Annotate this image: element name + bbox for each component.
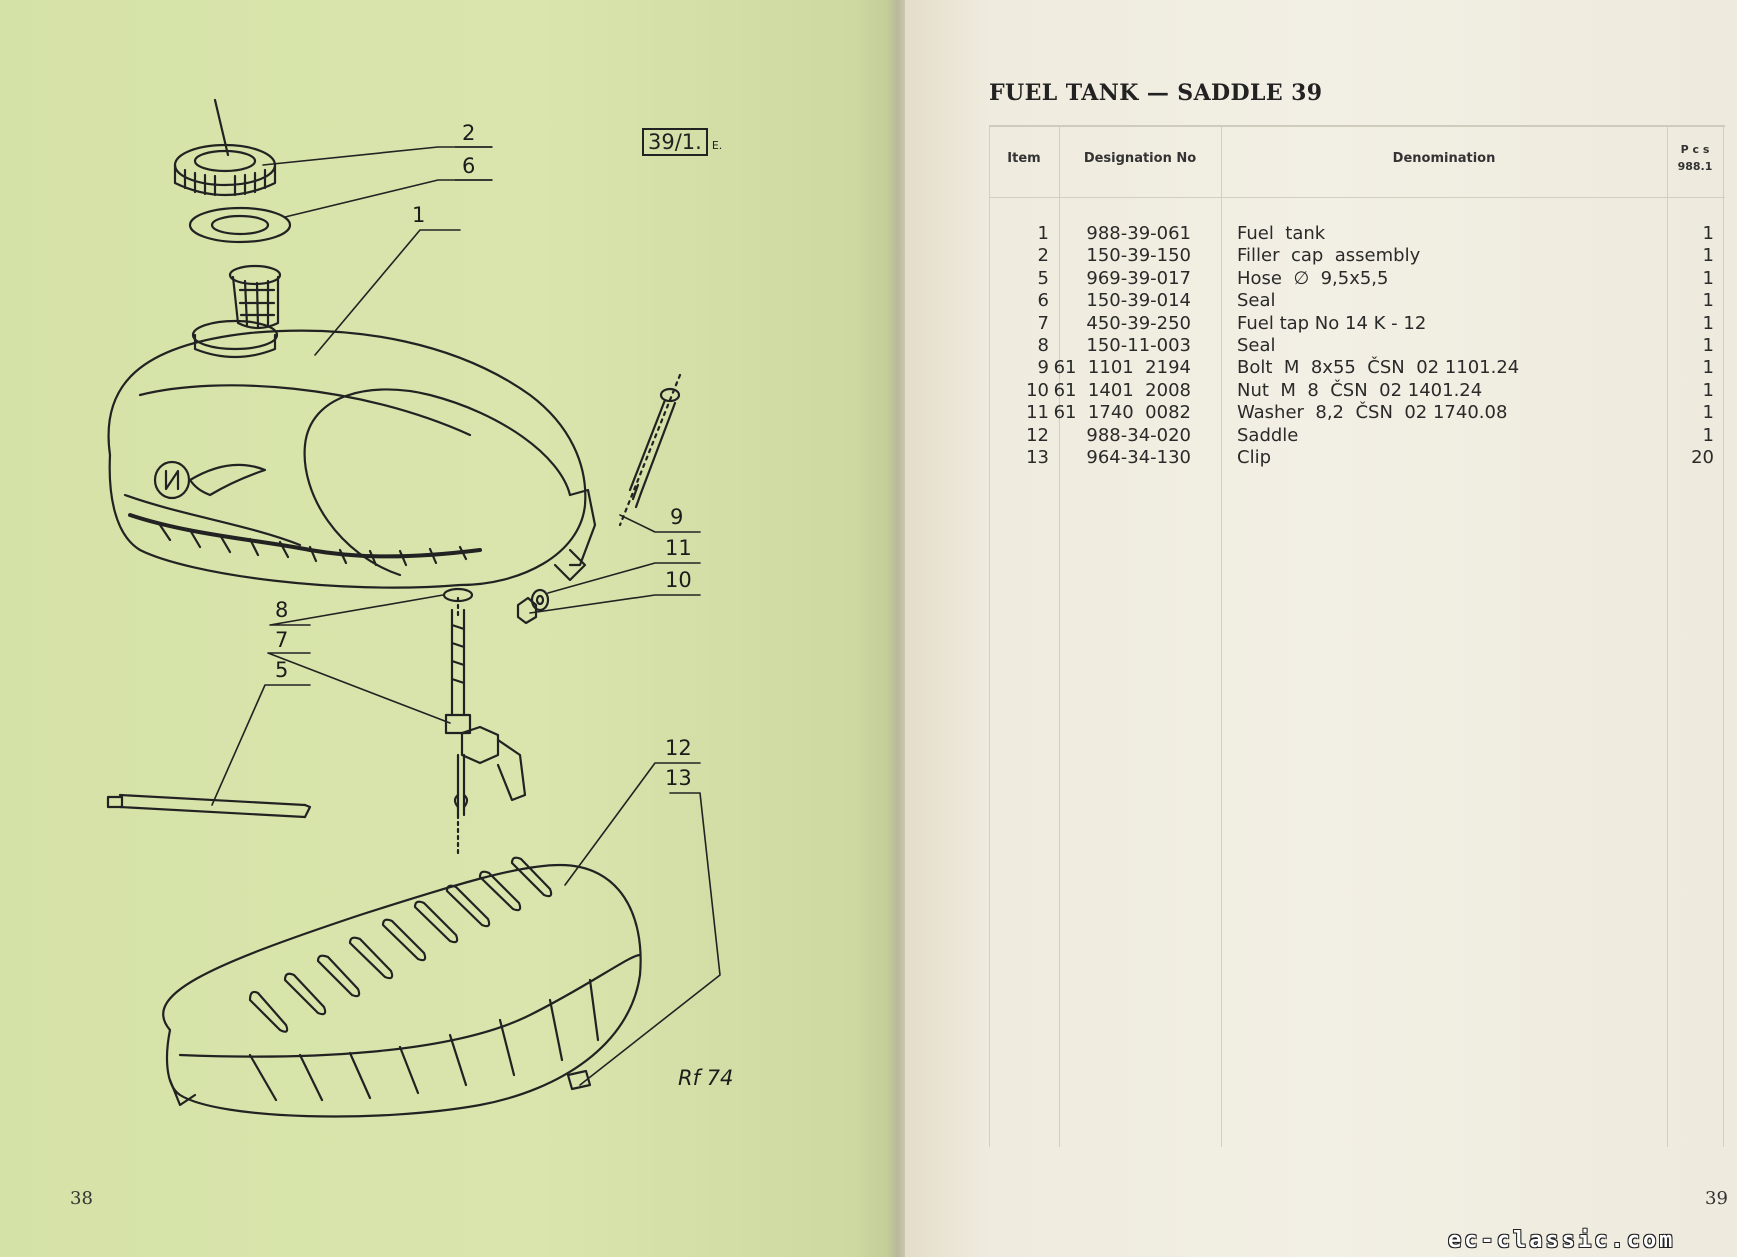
- leader-lines: [211, 146, 721, 1086]
- row-denomination: Fuel tap No 14 K - 12: [1237, 312, 1427, 334]
- header-item: Item: [1007, 151, 1041, 166]
- row-pcs: 1: [1702, 402, 1714, 424]
- row-pcs: 1: [1702, 267, 1714, 289]
- callout-5: 5: [275, 658, 288, 682]
- artist-signature: Rf 74: [678, 1066, 733, 1090]
- page-number-right: 39: [1705, 1188, 1728, 1209]
- site-watermark: ec-classic.com: [1448, 1228, 1676, 1253]
- row-pcs: 1: [1702, 223, 1714, 244]
- header-pcs-label: P c s: [1680, 143, 1710, 156]
- row-item: 2: [1037, 245, 1049, 267]
- row-item: 7: [1037, 312, 1049, 334]
- row-designation: 150-11-003: [1086, 334, 1191, 356]
- seal-ring-part: [188, 206, 292, 244]
- page-title: FUEL TANK — SADDLE 39: [989, 80, 1323, 106]
- row-pcs: 1: [1702, 379, 1714, 401]
- row-designation: 150-39-014: [1086, 290, 1191, 312]
- page-number-left: 38: [70, 1188, 93, 1209]
- row-item: 13: [1026, 446, 1049, 468]
- washer-part: [530, 588, 550, 612]
- callout-1: 1: [412, 203, 425, 227]
- row-item: 5: [1037, 267, 1049, 289]
- row-pcs: 1: [1702, 290, 1714, 312]
- row-item: 11: [1026, 402, 1049, 424]
- row-denomination: Bolt M 8x55 ČSN 02 1101.24: [1237, 357, 1520, 379]
- row-item: 12: [1026, 424, 1049, 446]
- nut-part: [516, 596, 538, 625]
- table-row: 1 988-39-061 Fuel tank 1: [989, 223, 1725, 245]
- row-designation: 61 1740 0082: [1053, 402, 1191, 424]
- row-pcs: 1: [1702, 312, 1714, 334]
- row-denomination: Filler cap assembly: [1237, 245, 1421, 267]
- row-pcs: 20: [1691, 446, 1714, 468]
- table-row: 2 150-39-150 Filler cap assembly 1: [989, 245, 1725, 267]
- row-denomination: Washer 8,2 ČSN 02 1740.08: [1237, 402, 1508, 424]
- diagram-reference-code: 39/1.: [642, 128, 708, 156]
- row-item: 8: [1037, 334, 1049, 356]
- row-denomination: Clip: [1237, 446, 1271, 468]
- header-pcs: P c s 988.1: [1667, 141, 1723, 175]
- table-row: 13 964-34-130 Clip 20: [989, 447, 1725, 469]
- bolt-part: [618, 373, 682, 527]
- row-item: 9: [1037, 357, 1049, 379]
- callout-13: 13: [665, 766, 692, 790]
- fuel-tank-part: [107, 319, 597, 589]
- row-denomination: Saddle: [1237, 424, 1299, 446]
- book-spine: [888, 0, 910, 1257]
- row-denomination: Seal: [1237, 334, 1276, 356]
- callout-9: 9: [670, 505, 683, 529]
- strainer-part: [228, 264, 282, 330]
- row-pcs: 1: [1702, 245, 1714, 267]
- header-pcs-model: 988.1: [1677, 160, 1713, 173]
- row-designation: 450-39-250: [1086, 312, 1191, 334]
- parts-table-body: 1 988-39-061 Fuel tank 1 2 150-39-150 Filler …: [989, 223, 1725, 469]
- row-designation: 150-39-150: [1086, 245, 1191, 267]
- row-denomination: Seal: [1237, 290, 1276, 312]
- row-denomination: Fuel tank: [1237, 223, 1326, 244]
- row-denomination: Hose ∅ 9,5x5,5: [1237, 267, 1389, 289]
- row-designation: 61 1401 2008: [1053, 379, 1191, 401]
- row-designation: 964-34-130: [1086, 446, 1191, 468]
- table-row: 6 150-39-014 Seal 1: [989, 290, 1725, 312]
- filler-cap-part: [173, 98, 277, 197]
- hose-part: [106, 793, 312, 819]
- callout-2: 2: [462, 121, 475, 145]
- callout-8: 8: [275, 598, 288, 622]
- row-pcs: 1: [1702, 424, 1714, 446]
- row-item: 10: [1026, 379, 1049, 401]
- table-row: 7 450-39-250 Fuel tap No 14 K - 12 1: [989, 313, 1725, 335]
- row-item: 1: [1037, 223, 1049, 244]
- row-designation: 988-39-061: [1086, 223, 1191, 244]
- fuel-tap-part: [444, 593, 527, 857]
- row-pcs: 1: [1702, 357, 1714, 379]
- row-designation: 969-39-017: [1086, 267, 1191, 289]
- callout-6: 6: [462, 154, 475, 178]
- header-denomination: Denomination: [1392, 151, 1496, 166]
- table-row: 5 969-39-017 Hose ∅ 9,5x5,5 1: [989, 268, 1725, 290]
- right-page: [905, 0, 1737, 1257]
- left-page: [0, 0, 900, 1257]
- diagram-reference-suffix: E.: [711, 139, 723, 152]
- table-row: 8 150-11-003 Seal 1: [989, 335, 1725, 357]
- row-item: 6: [1037, 290, 1049, 312]
- row-designation: 988-34-020: [1086, 424, 1191, 446]
- callout-12: 12: [665, 736, 692, 760]
- callout-10: 10: [665, 568, 692, 592]
- parts-table: Item Designation No Denomination P c s 9…: [989, 125, 1725, 1147]
- row-designation: 61 1101 2194: [1053, 357, 1191, 379]
- row-pcs: 1: [1702, 334, 1714, 356]
- saddle-part: [162, 856, 642, 1118]
- callout-7: 7: [275, 628, 288, 652]
- row-denomination: Nut M 8 ČSN 02 1401.24: [1237, 379, 1483, 401]
- table-row: 12 988-34-020 Saddle 1: [989, 425, 1725, 447]
- header-designation: Designation No: [1083, 151, 1197, 166]
- exploded-parts-diagram: 2 6 1 9 11 10 8 7 5 12 13 Rf 74: [106, 98, 733, 1118]
- diagram-reference: 39/1.E.: [642, 128, 723, 156]
- callout-11: 11: [665, 536, 692, 560]
